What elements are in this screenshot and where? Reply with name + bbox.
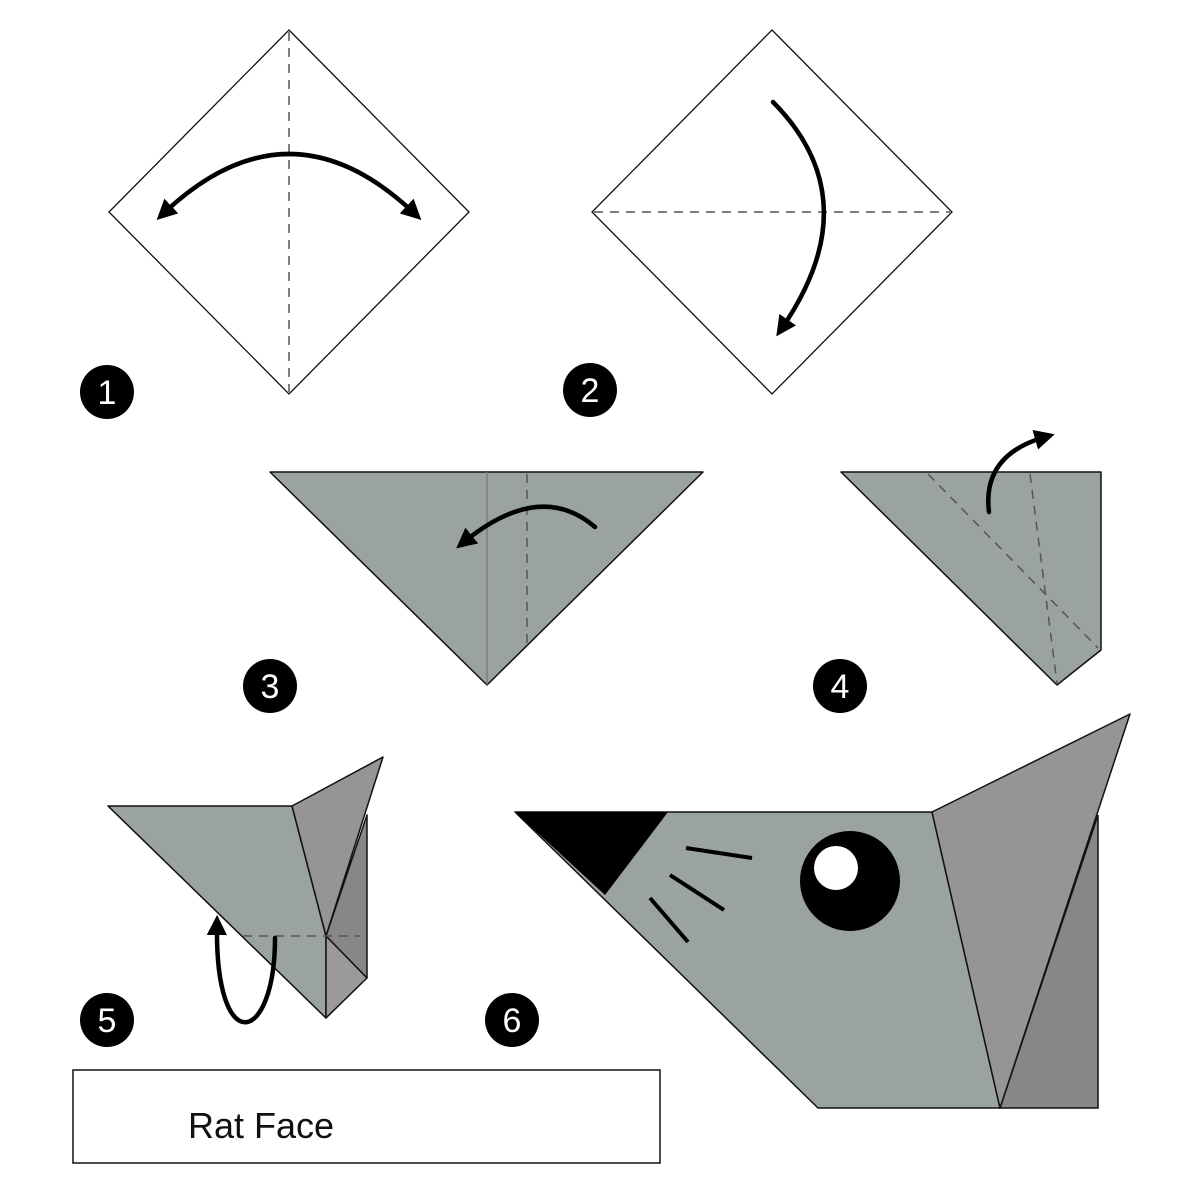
step-badge-4: 4 (813, 659, 867, 713)
svg-text:6: 6 (503, 1002, 522, 1040)
svg-text:4: 4 (831, 668, 850, 706)
step-6-rat-face (514, 713, 1131, 1109)
step-5-diagram (107, 756, 384, 1025)
step-badge-2: 2 (563, 363, 617, 417)
svg-text:2: 2 (581, 372, 600, 410)
step-3-diagram (269, 471, 704, 686)
ear-front (291, 756, 384, 937)
folded-paper (840, 471, 1102, 686)
nose (515, 812, 668, 895)
fold-line (1029, 473, 1058, 684)
fold-arrow-icon (156, 151, 422, 220)
folded-paper (107, 805, 327, 1019)
step-2-diagram (591, 29, 953, 395)
fold-back-arrow-icon (206, 914, 278, 1025)
ear-front (931, 713, 1131, 1109)
step-1-diagram (108, 29, 470, 395)
fold-arrow-icon (456, 504, 598, 549)
svg-text:3: 3 (261, 668, 280, 706)
step-badge-3: 3 (243, 659, 297, 713)
svg-text:1: 1 (98, 374, 117, 412)
whiskers (648, 846, 753, 944)
fold-line (927, 473, 1099, 649)
step-4-diagram (840, 430, 1102, 686)
fold-arrow-icon (986, 430, 1055, 515)
step-badge-6: 6 (485, 993, 539, 1047)
eye-highlight (814, 846, 858, 890)
step-badge-5: 5 (80, 993, 134, 1047)
paper-flap (325, 935, 368, 1019)
svg-text:5: 5 (98, 1002, 117, 1040)
title-label: Rat Face (188, 1105, 334, 1146)
title-box: Rat Face (72, 1069, 661, 1164)
fold-arrow-icon (770, 99, 827, 337)
step-badge-1: 1 (80, 365, 134, 419)
